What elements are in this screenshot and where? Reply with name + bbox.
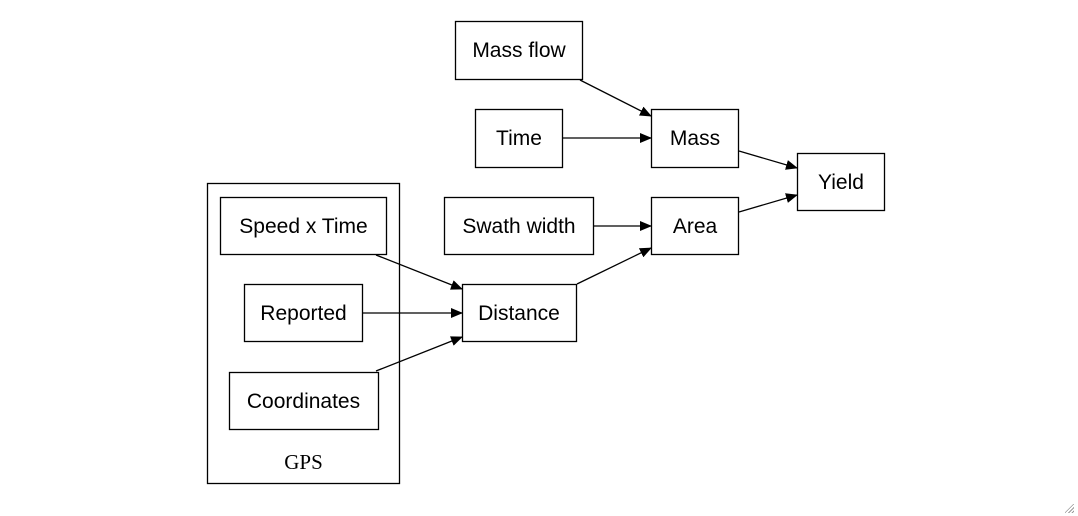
node-swath-width: Swath width	[443, 196, 595, 256]
node-speed-x-time: Speed x Time	[219, 196, 388, 256]
node-coordinates-label: Coordinates	[247, 390, 360, 413]
node-distance: Distance	[461, 283, 578, 343]
edge-coordinates-to-distance	[375, 336, 463, 372]
gps-cluster-label: GPS	[284, 450, 323, 474]
node-distance-label: Distance	[478, 302, 560, 325]
node-time-label: Time	[496, 127, 542, 150]
node-mass: Mass	[650, 108, 740, 169]
node-reported-label: Reported	[260, 302, 346, 325]
node-swath-width-label: Swath width	[462, 215, 575, 238]
node-yield-label: Yield	[818, 171, 864, 194]
edge-distance-to-area	[576, 247, 652, 285]
node-time: Time	[474, 108, 564, 169]
edges	[363, 79, 798, 372]
resize-grip-icon[interactable]	[1065, 504, 1074, 513]
node-area: Area	[650, 196, 740, 256]
edge-area-to-yield	[738, 193, 798, 213]
node-coordinates: Coordinates	[228, 371, 380, 431]
node-mass-flow: Mass flow	[454, 20, 584, 81]
node-reported: Reported	[243, 283, 364, 343]
node-mass-label: Mass	[670, 127, 720, 150]
node-mass-flow-label: Mass flow	[472, 39, 566, 62]
gps-cluster: GPS	[206, 182, 401, 485]
node-yield: Yield	[796, 152, 886, 212]
edge-mass-to-yield	[738, 150, 798, 170]
edge-speed-x-time-to-distance	[375, 254, 463, 290]
edge-mass-flow-to-mass	[579, 79, 652, 117]
node-speed-x-time-label: Speed x Time	[239, 215, 367, 238]
node-area-label: Area	[673, 215, 718, 238]
